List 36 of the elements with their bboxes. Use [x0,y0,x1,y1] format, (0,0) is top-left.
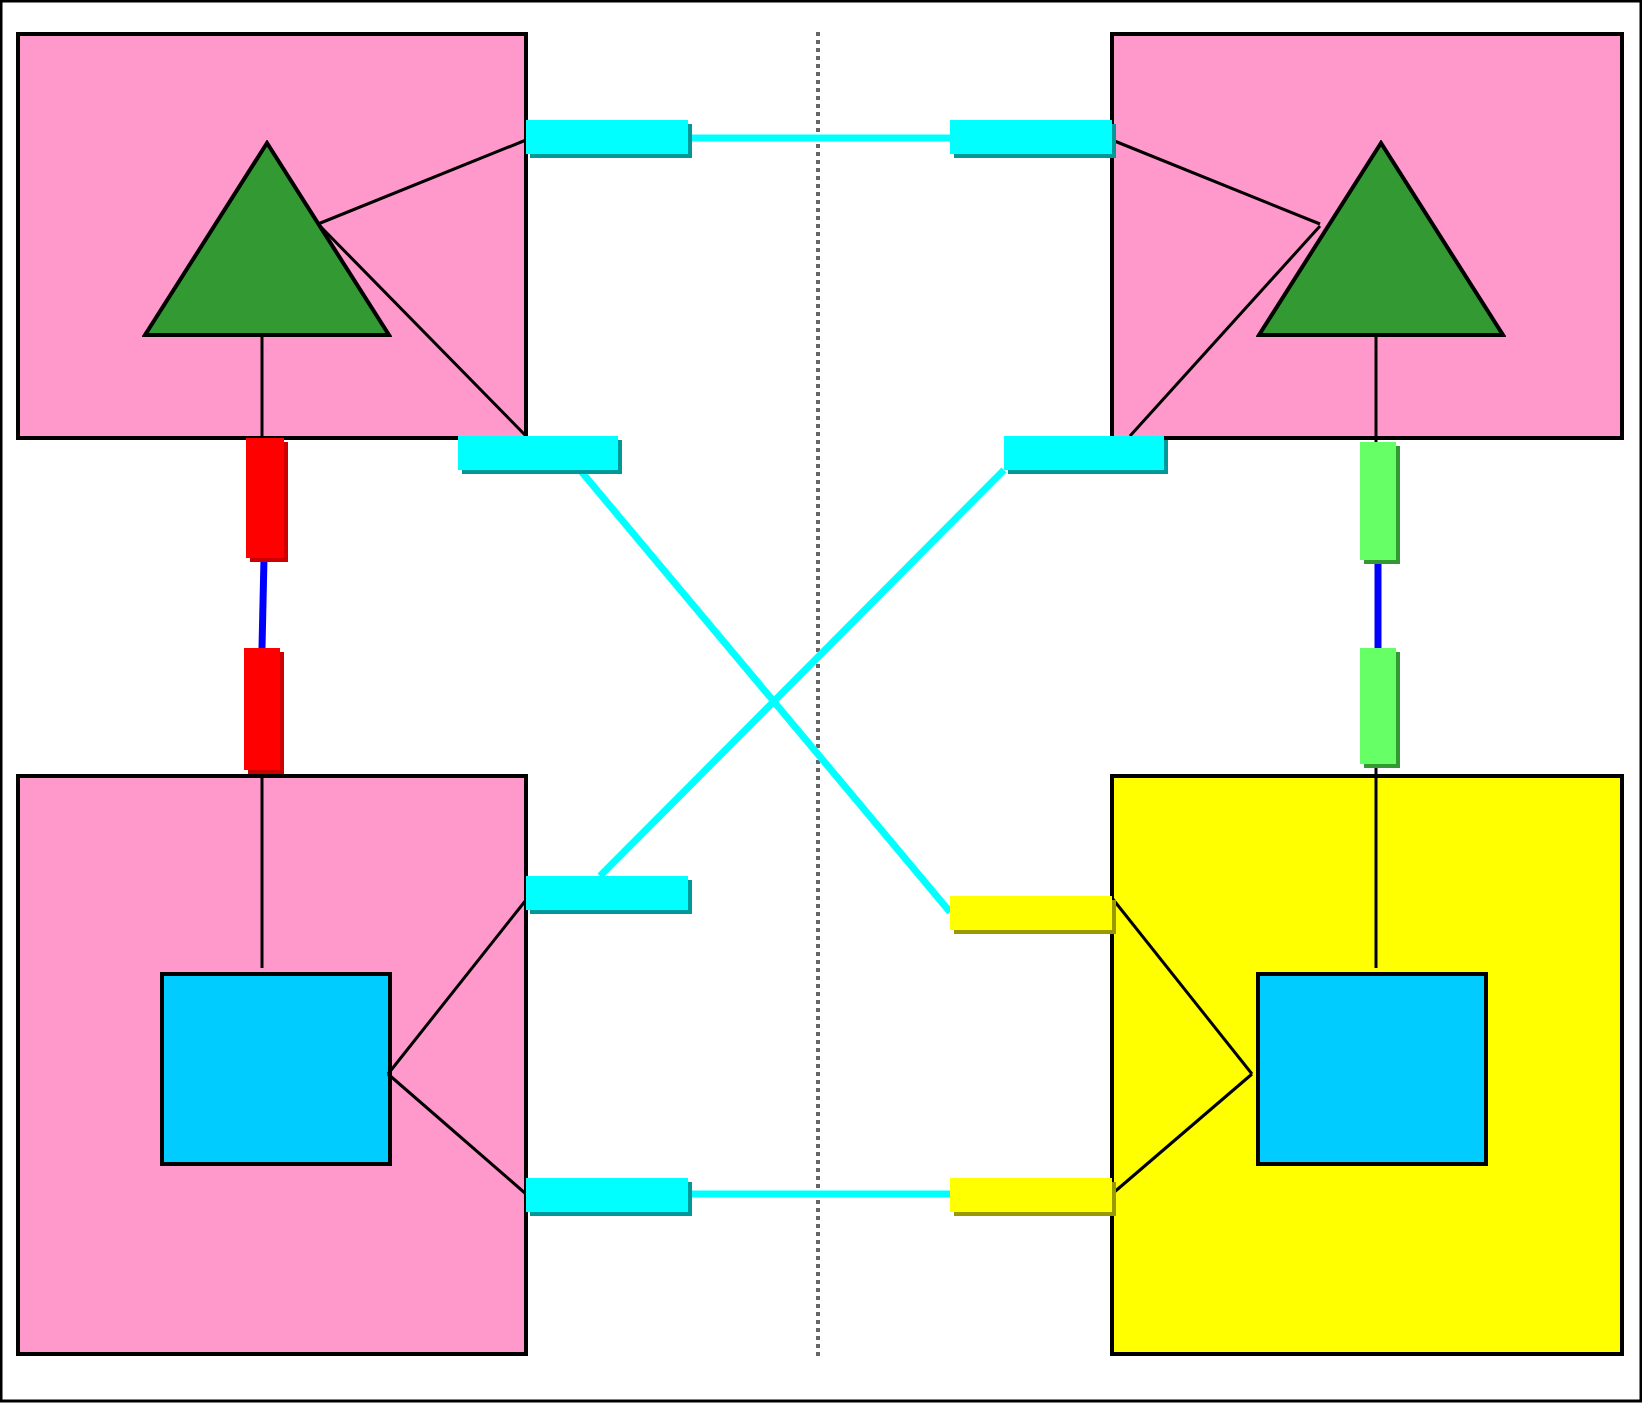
port-bar [526,120,688,154]
connector-line [258,557,268,649]
connector-line [1374,560,1382,648]
container-box [1110,774,1624,1356]
connector-line [1111,1072,1253,1196]
container-box [1110,32,1624,440]
connector-line [597,467,1007,879]
triangle-symbol [1256,140,1506,338]
port-bar [458,436,618,470]
port-bar [1360,648,1396,764]
port-bar [1004,436,1164,470]
connector-line [688,134,950,142]
port-bar [526,1178,688,1212]
connector-line [1111,138,1321,226]
container-box [16,774,528,1356]
square-symbol [160,972,392,1166]
port-bar [950,1178,1112,1212]
connector-line [387,1072,527,1196]
container-box [16,32,528,440]
connector-line [318,224,528,438]
connector-line [386,899,528,1075]
connector-line [1110,897,1254,1075]
port-bar [950,896,1112,930]
port-bar [526,876,688,910]
connector-line [1374,334,1378,442]
port-bar [244,648,280,770]
port-bar [1360,442,1396,560]
square-symbol [1256,972,1488,1166]
connector-line [1374,764,1378,968]
port-bar [950,120,1112,154]
port-bar [246,438,284,558]
connector-line [260,334,264,438]
connector-line [317,138,527,226]
connector-line [1128,225,1322,437]
connector-line [688,1190,950,1198]
triangle-symbol [142,140,392,338]
